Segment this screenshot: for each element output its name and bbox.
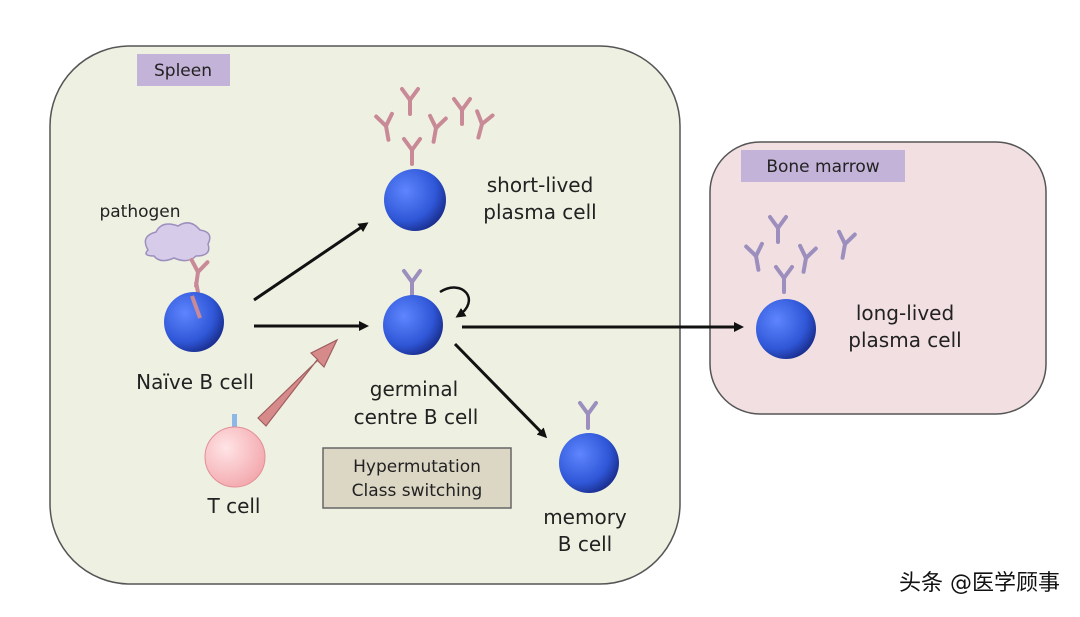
memory-b-cell — [559, 433, 619, 493]
bone-marrow-region — [709, 141, 1047, 415]
arrow-germinal-to-memory — [453, 342, 548, 439]
naive-b-cell — [164, 292, 224, 352]
process-line-1: Hypermutation — [353, 457, 481, 477]
short-lived-plasma-cell — [384, 169, 446, 231]
spleen-tag — [137, 54, 230, 86]
t-cell-label: T cell — [207, 494, 261, 518]
t-cell-help-arrow — [257, 338, 339, 427]
naive-b-receptor — [190, 295, 202, 319]
self-renewal-arrow — [439, 286, 471, 318]
pathogen-label: pathogen — [99, 202, 180, 222]
bone-marrow-tag — [741, 150, 905, 182]
short-lived-label-1: short-lived — [487, 173, 594, 197]
process-line-2: Class switching — [352, 481, 483, 501]
long-lived-label-1: long-lived — [856, 301, 954, 325]
germinal-centre-b-cell — [383, 295, 443, 355]
t-cell-receptor — [232, 414, 237, 428]
t-cell — [204, 426, 266, 488]
pathogen-cloud — [144, 222, 211, 262]
germinal-label-1: germinal — [370, 377, 458, 401]
bone-marrow-label: Bone marrow — [766, 157, 879, 177]
memory-label-2: B cell — [558, 532, 613, 556]
germinal-label-2: centre B cell — [354, 405, 479, 429]
long-lived-plasma-cell — [756, 299, 816, 359]
process-box — [322, 447, 512, 509]
memory-label-1: memory — [543, 505, 627, 529]
naive-b-label: Naïve B cell — [136, 370, 254, 394]
watermark: 头条 @医学顾事 — [899, 571, 1060, 596]
long-lived-label-2: plasma cell — [848, 328, 961, 352]
spleen-label: Spleen — [154, 61, 212, 81]
arrow-naive-to-short-lived — [253, 222, 369, 302]
short-lived-label-2: plasma cell — [483, 200, 596, 224]
